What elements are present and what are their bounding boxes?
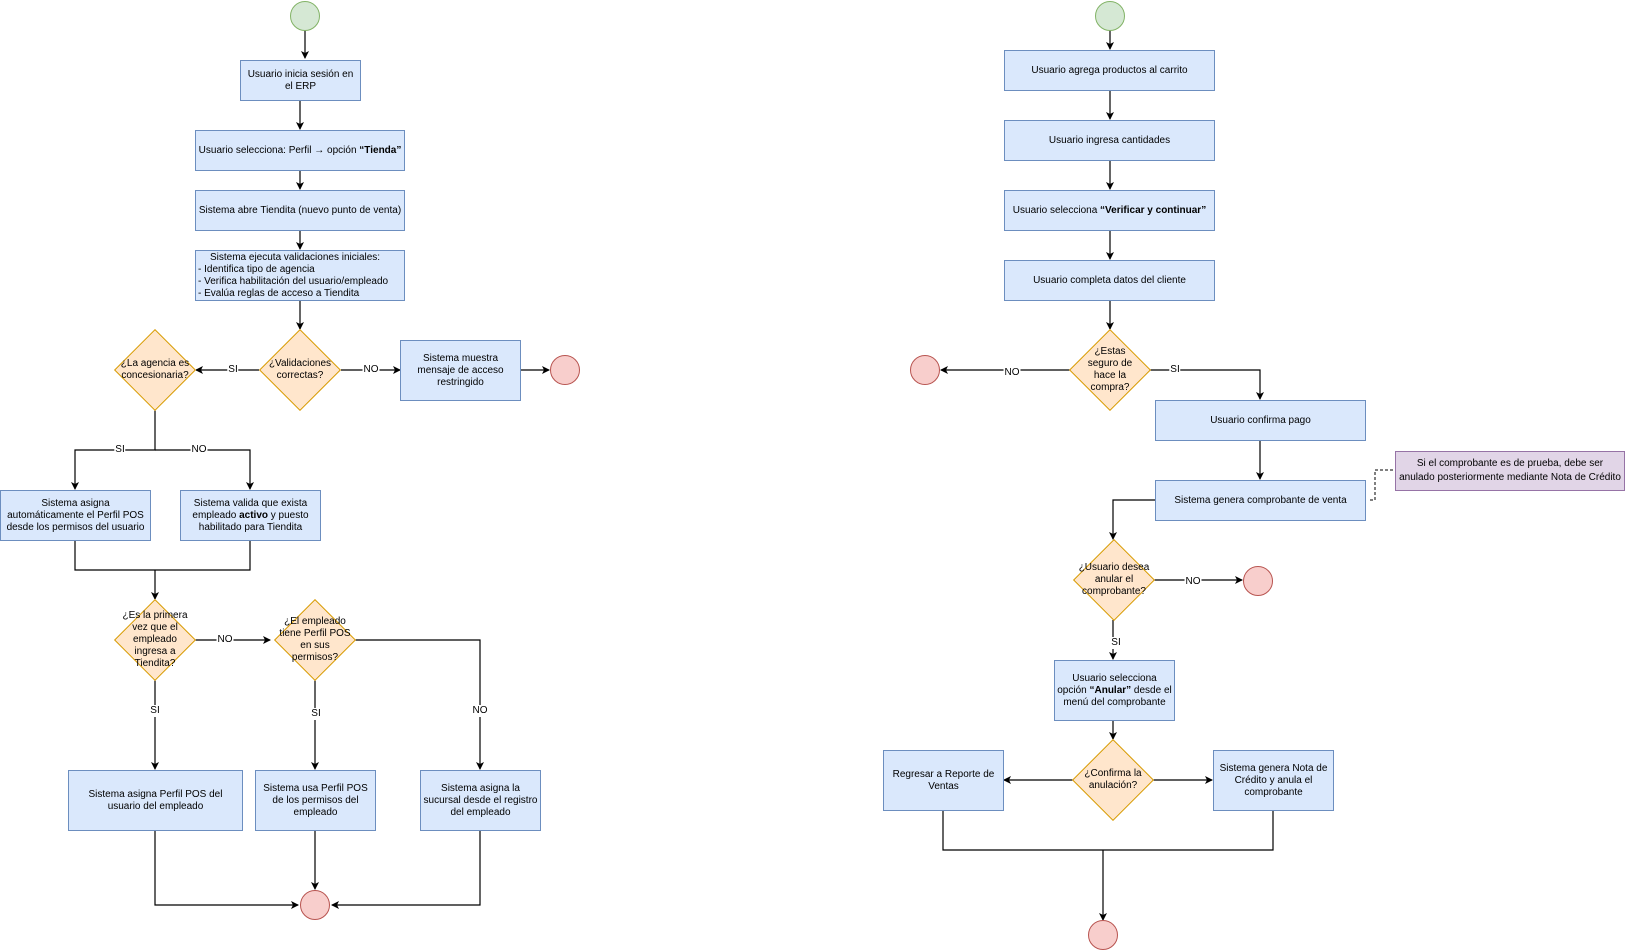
step-enter-quantities-label: Usuario ingresa cantidades bbox=[1048, 134, 1171, 146]
step-use-pos-permissions: Sistema usa Perfil POS de los permisos d… bbox=[255, 770, 376, 831]
validations-line: - Evalúa reglas de acceso a Tiendita bbox=[198, 287, 360, 299]
decision-validations-ok: ¿Validaciones correctas? bbox=[258, 328, 342, 412]
label-yes: SI bbox=[1169, 364, 1181, 376]
step-validate-employee: Sistema valida que exista empleado activ… bbox=[180, 490, 321, 541]
label-yes: SI bbox=[114, 444, 126, 456]
step-customer-data: Usuario completa datos del cliente bbox=[1004, 260, 1215, 301]
step-verify-continue: Usuario selecciona “Verificar y continua… bbox=[1004, 190, 1215, 231]
decision-has-pos-profile: ¿El empleado tiene Perfil POS en sus per… bbox=[273, 598, 357, 682]
decision-void-receipt: ¿Usuario desea anular el comprobante? bbox=[1072, 538, 1156, 622]
validations-line: - Identifica tipo de agencia bbox=[198, 263, 315, 275]
start-node-right bbox=[1095, 1, 1125, 31]
validations-text: Sistema ejecuta validaciones iniciales: … bbox=[198, 252, 388, 300]
label-no: NO bbox=[362, 364, 380, 376]
step-login: Usuario inicia sesión en el ERP bbox=[240, 60, 361, 101]
label-yes: SI bbox=[310, 708, 322, 720]
step-verify-continue-label: Usuario selecciona “Verificar y continua… bbox=[1012, 204, 1207, 216]
label-yes: SI bbox=[1110, 637, 1122, 649]
label-no: NO bbox=[216, 634, 234, 646]
validations-line: - Verifica habilitación del usuario/empl… bbox=[198, 275, 389, 287]
step-generate-receipt: Sistema genera comprobante de venta bbox=[1155, 480, 1366, 521]
step-customer-data-label: Usuario completa datos del cliente bbox=[1033, 274, 1186, 286]
step-select-void: Usuario selecciona opción “Anular” desde… bbox=[1054, 660, 1175, 721]
step-assign-branch: Sistema asigna la sucursal desde el regi… bbox=[420, 770, 541, 831]
step-back-to-report-label: Regresar a Reporte de Ventas bbox=[892, 768, 995, 792]
step-open-tiendita-label: Sistema abre Tiendita (nuevo punto de ve… bbox=[198, 204, 402, 216]
step-select-profile: Usuario selecciona: Perfil → opción “Tie… bbox=[195, 130, 405, 171]
note-test-receipt: Si el comprobante es de prueba, debe ser… bbox=[1395, 451, 1625, 491]
step-auto-assign-pos: Sistema asigna automáticamente el Perfil… bbox=[0, 490, 151, 541]
step-credit-note-label: Sistema genera Nota de Crédito y anula e… bbox=[1219, 762, 1328, 798]
label-yes: SI bbox=[227, 364, 239, 376]
decision-first-time: ¿Es la primera vez que el empleado ingre… bbox=[113, 598, 197, 682]
start-node-left bbox=[290, 1, 320, 31]
step-open-tiendita: Sistema abre Tiendita (nuevo punto de ve… bbox=[195, 190, 405, 231]
step-initial-validations: Sistema ejecuta validaciones iniciales: … bbox=[195, 250, 405, 301]
step-assign-branch-label: Sistema asigna la sucursal desde el regi… bbox=[423, 782, 538, 818]
end-node-left bbox=[300, 890, 330, 920]
validations-title: Sistema ejecuta validaciones iniciales: bbox=[210, 251, 381, 263]
step-access-restricted: Sistema muestra mensaje de acceso restri… bbox=[400, 340, 521, 401]
step-select-void-label: Usuario selecciona opción “Anular” desde… bbox=[1057, 672, 1172, 708]
step-generate-receipt-label: Sistema genera comprobante de venta bbox=[1174, 494, 1347, 506]
step-assign-user-pos: Sistema asigna Perfil POS del usuario de… bbox=[68, 770, 243, 831]
end-node-cancel-purchase bbox=[910, 355, 940, 385]
step-confirm-payment-label: Usuario confirma pago bbox=[1210, 414, 1311, 426]
label-no: NO bbox=[1003, 367, 1021, 379]
step-access-restricted-label: Sistema muestra mensaje de acceso restri… bbox=[417, 352, 504, 388]
step-use-pos-permissions-label: Sistema usa Perfil POS de los permisos d… bbox=[263, 782, 368, 818]
step-enter-quantities: Usuario ingresa cantidades bbox=[1004, 120, 1215, 161]
step-select-profile-label: Usuario selecciona: Perfil → opción “Tie… bbox=[198, 144, 402, 156]
end-node-no-void bbox=[1243, 566, 1273, 596]
decision-sure-purchase: ¿Estas seguro de hace la compra? bbox=[1068, 328, 1152, 412]
step-assign-user-pos-label: Sistema asigna Perfil POS del usuario de… bbox=[88, 788, 223, 812]
label-no: NO bbox=[1184, 576, 1202, 588]
label-yes: SI bbox=[149, 705, 161, 717]
end-node-restricted bbox=[550, 355, 580, 385]
step-credit-note: Sistema genera Nota de Crédito y anula e… bbox=[1213, 750, 1334, 811]
step-back-to-report: Regresar a Reporte de Ventas bbox=[883, 750, 1004, 811]
step-confirm-payment: Usuario confirma pago bbox=[1155, 400, 1366, 441]
step-add-products: Usuario agrega productos al carrito bbox=[1004, 50, 1215, 91]
step-auto-assign-pos-label: Sistema asigna automáticamente el Perfil… bbox=[6, 497, 145, 533]
decision-confirm-void: ¿Confirma la anulación? bbox=[1071, 738, 1155, 822]
end-node-right bbox=[1088, 920, 1118, 950]
decision-agency-concession: ¿La agencia es concesionaria? bbox=[113, 328, 197, 412]
step-add-products-label: Usuario agrega productos al carrito bbox=[1031, 64, 1188, 76]
label-no: NO bbox=[471, 705, 489, 717]
label-no: NO bbox=[190, 444, 208, 456]
step-validate-employee-label: Sistema valida que exista empleado activ… bbox=[192, 497, 309, 533]
step-login-label: Usuario inicia sesión en el ERP bbox=[247, 68, 354, 92]
